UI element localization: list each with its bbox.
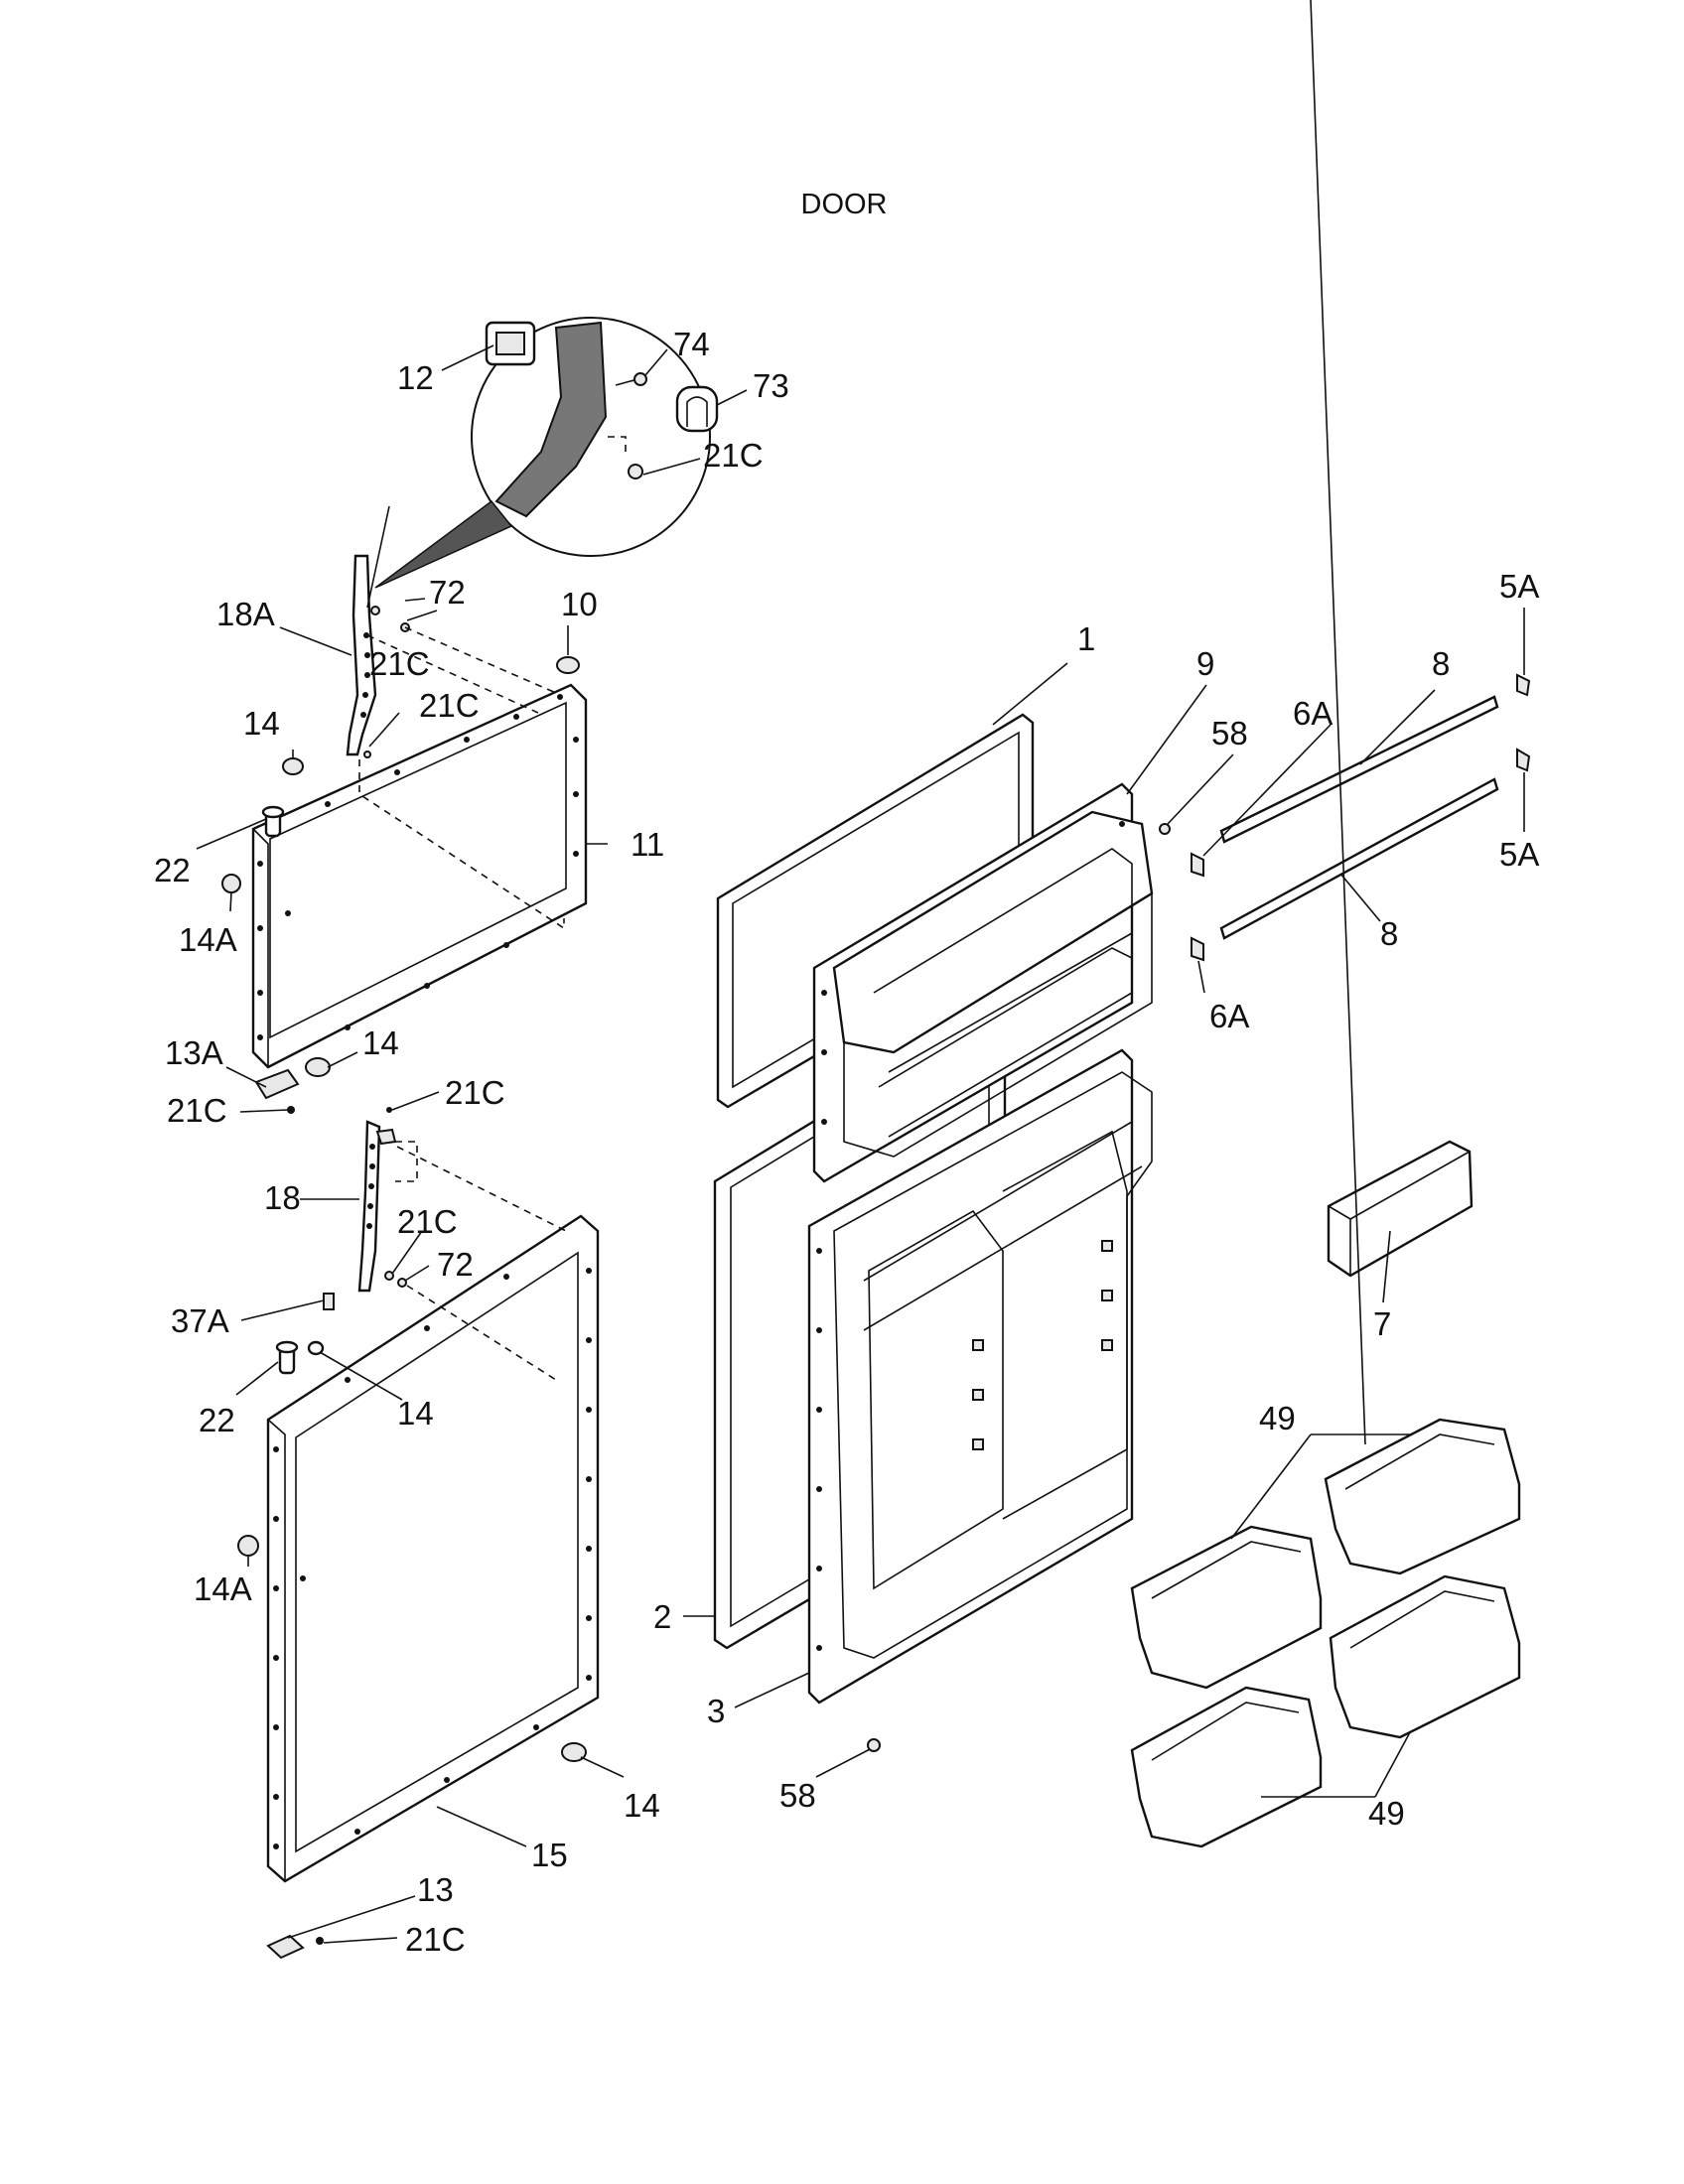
callout-21c-b: 21C (419, 687, 480, 724)
callout-6a-low: 6A (1209, 998, 1249, 1034)
callout-21c-e: 21C (397, 1203, 458, 1240)
callout-9: 9 (1196, 645, 1214, 682)
freezer-door-frame (251, 683, 588, 1069)
callout-21c-d: 21C (445, 1074, 505, 1111)
callout-6a-top: 6A (1293, 695, 1333, 732)
callout-18: 18 (264, 1179, 301, 1216)
callout-22-top: 22 (154, 852, 191, 888)
callout-74: 74 (673, 326, 710, 362)
callout-21c-c: 21C (167, 1092, 227, 1129)
callout-10: 10 (561, 586, 598, 622)
callout-13: 13 (417, 1871, 454, 1908)
callout-49-bot: 49 (1368, 1795, 1405, 1832)
callout-2: 2 (653, 1598, 671, 1635)
callout-49-top: 49 (1259, 1400, 1296, 1436)
callout-leaders-inset (441, 344, 748, 476)
callout-18a: 18A (216, 596, 275, 632)
door-bins (1130, 1418, 1521, 1848)
callout-12: 12 (397, 359, 434, 396)
callout-8-low: 8 (1380, 915, 1398, 952)
callout-5a-low: 5A (1499, 836, 1539, 873)
callout-21c-f: 21C (405, 1921, 466, 1958)
callout-14-low: 14 (397, 1395, 434, 1432)
callout-14a-top: 14A (179, 921, 237, 958)
callout-58-top: 58 (1211, 715, 1248, 751)
callout-11: 11 (631, 826, 664, 863)
callout-7: 7 (1373, 1305, 1391, 1342)
freezer-door-liner (812, 782, 1154, 1183)
callout-21c-inset: 21C (703, 437, 764, 474)
callout-15: 15 (531, 1837, 568, 1873)
callout-14-top: 14 (243, 705, 280, 742)
callout-58-low: 58 (779, 1777, 816, 1814)
callout-72-top: 72 (429, 574, 466, 611)
callout-37a: 37A (171, 1302, 229, 1339)
callout-14-bot: 14 (624, 1787, 660, 1824)
callout-22-low: 22 (199, 1402, 235, 1438)
callout-3: 3 (707, 1693, 725, 1729)
dairy-door (1327, 1140, 1474, 1278)
freezer-door-hardware (221, 554, 580, 1114)
callout-leaders-right (683, 0, 1525, 1798)
handle-detail-inset (374, 317, 719, 589)
callout-13a: 13A (165, 1034, 223, 1071)
fresh-food-door-liner (807, 1048, 1153, 1705)
fresh-food-door-frame (266, 1214, 600, 1883)
callout-73: 73 (753, 367, 789, 404)
callout-21c-a: 21C (369, 645, 430, 682)
callout-leaders-lower-door (235, 1091, 625, 1944)
shelf-rails (1159, 673, 1531, 962)
page-title: DOOR (800, 189, 888, 220)
callout-14a-low: 14A (194, 1570, 252, 1607)
callout-leaders-upper-door (196, 505, 608, 1113)
callout-8-top: 8 (1432, 645, 1450, 682)
fresh-food-door-hardware (237, 1107, 587, 1960)
lower-screw (867, 1738, 881, 1752)
callout-5a-top: 5A (1499, 568, 1539, 605)
callout-14-mid: 14 (362, 1024, 399, 1061)
callout-1: 1 (1077, 620, 1095, 657)
callout-72-low: 72 (437, 1246, 474, 1283)
